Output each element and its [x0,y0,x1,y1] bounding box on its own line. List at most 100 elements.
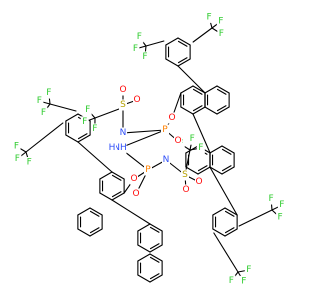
fluorine: F [277,199,286,211]
bond [77,141,113,173]
svg-text:F: F [277,212,282,222]
bond [137,274,151,283]
bond [224,228,238,237]
oxygen: O [130,173,138,185]
bond [165,37,179,46]
bond [224,207,238,216]
sulfur: S [119,99,127,111]
fluorine: F [80,116,89,128]
bond [216,105,227,112]
svg-text:O: O [133,95,140,105]
svg-text:P: P [145,165,151,175]
bond [77,228,91,237]
bond [149,274,163,283]
fluorine: F [25,157,34,169]
phosphorus: P [161,124,169,136]
bond [89,207,103,216]
bond [137,253,151,262]
bond [221,166,235,175]
bond [89,228,103,237]
svg-text:F: F [142,52,147,62]
svg-text:O: O [130,174,137,184]
svg-text:F: F [207,12,212,22]
bond [137,244,151,253]
bond [192,105,203,112]
fluorine: F [12,140,21,152]
bond [99,192,113,201]
bond [209,166,238,216]
bond [204,106,218,115]
svg-text:F: F [269,194,274,204]
bond [192,106,206,115]
svg-text:O: O [132,189,139,199]
svg-text:F: F [279,200,284,210]
fluorine: F [216,15,225,27]
bond [65,113,79,122]
bond [192,88,203,95]
svg-text:F: F [198,143,203,153]
bond [192,113,211,154]
bond [197,165,208,172]
svg-text:O: O [168,113,175,123]
svg-text:F: F [14,141,19,151]
svg-text:NH: NH [113,143,127,153]
fluorine: F [90,123,99,135]
bond [180,85,194,94]
bond [212,207,226,216]
atom-labels: FFFFFFFFFFFFFFFFFFFFFFFFPPNNNHHSSOOOOOOO… [12,11,286,287]
svg-text:N: N [163,155,170,165]
fluorine: F [39,107,48,119]
svg-text:F: F [229,276,234,286]
svg-text:F: F [246,265,251,275]
fluorine: F [131,43,140,55]
fluorine: F [13,153,22,165]
bond [111,174,122,181]
fluorine: F [227,275,236,287]
bond [149,243,160,250]
bond [224,227,235,234]
svg-text:N: N [120,128,127,138]
bond [185,166,199,175]
fluorine: F [267,193,276,205]
svg-text:F: F [92,124,97,134]
fluorine: F [276,211,285,223]
svg-text:F: F [82,117,87,127]
bond [177,57,188,64]
bond [209,145,223,154]
bond [77,207,91,216]
bond [77,134,91,143]
svg-text:P: P [162,125,168,135]
bond [177,40,188,47]
oxygen: O [132,188,140,200]
oxygen: O [133,94,141,106]
svg-text:F: F [190,134,195,144]
fluorine: F [205,11,214,23]
oxygen: O [119,84,127,96]
bond [111,192,125,201]
bond [149,226,160,233]
fluorine: F [135,31,144,43]
svg-text:O: O [182,185,189,195]
svg-text:H: H [109,143,116,153]
svg-text:S: S [120,100,126,110]
bond [180,106,194,115]
bond [25,122,64,153]
svg-text:F: F [218,16,223,26]
bond [216,106,230,115]
bond [213,232,239,273]
fluorine: F [44,87,53,99]
svg-text:F: F [41,108,46,118]
bond [216,85,230,94]
svg-text:F: F [85,105,90,115]
bond-lines [15,16,283,283]
svg-text:F: F [37,96,42,106]
oxygen: O [182,184,190,196]
fluorine: F [217,28,226,40]
bond [149,244,163,253]
svg-text:F: F [27,158,32,168]
bond [94,108,120,119]
bond [122,129,166,134]
chemical-structure-diagram: FFFFFFFFFFFFFFFFFFFFFFFFPPNNNHHSSOOOOOOO… [12,11,286,287]
bond [204,85,218,94]
bond [177,58,191,67]
